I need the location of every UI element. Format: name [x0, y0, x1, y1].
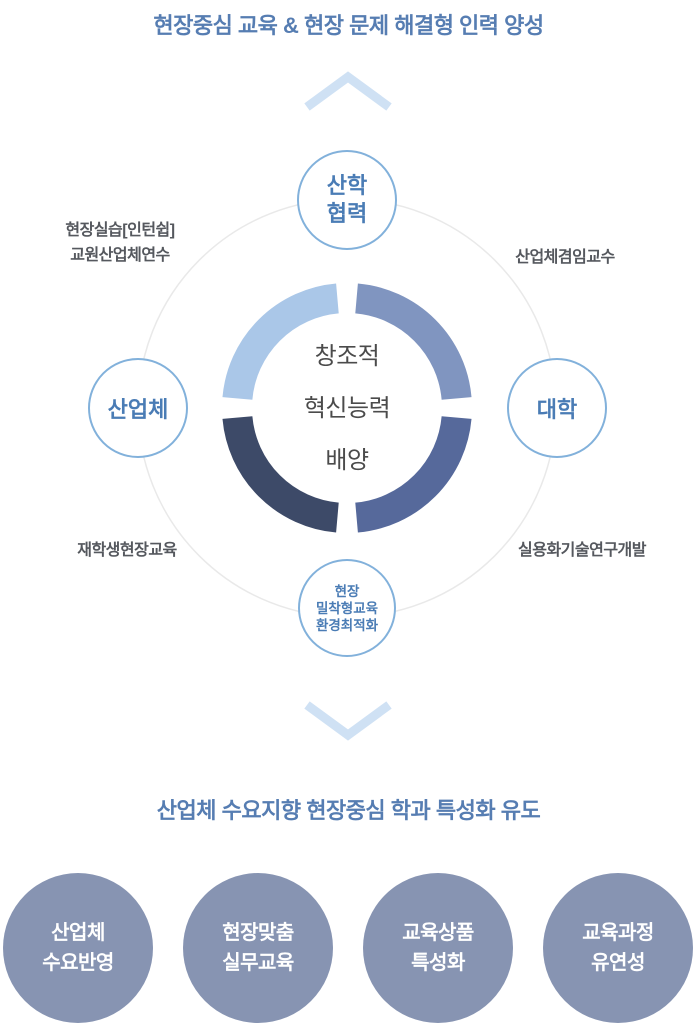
node-industry-academy-cooperation: 산학 협력 [297, 150, 397, 250]
chevron-up-icon [302, 70, 394, 114]
ring-segment-bottom-right [354, 415, 472, 533]
feature-circle-label: 산업체 수요반영 [42, 922, 114, 974]
ring-segment-top-right [354, 283, 472, 401]
feature-circle-industry-demand: 산업체 수요반영 [3, 873, 153, 1023]
feature-circle-label: 교육상품 특성화 [402, 922, 474, 974]
ring-segment-bottom-left [222, 415, 340, 533]
node-label: 대학 [536, 397, 578, 422]
feature-circle-curriculum-flexibility: 교육과정 유연성 [543, 873, 693, 1023]
node-label: 산학 협력 [326, 173, 368, 226]
node-industry: 산업체 [88, 358, 188, 458]
feature-circle-education-product: 교육상품 특성화 [363, 873, 513, 1023]
cycle-ring [137, 198, 557, 618]
chevron-down-icon [302, 698, 394, 742]
feature-circle-label: 현장맞춤 실무교육 [222, 922, 294, 974]
label-field-practice-internship: 현장실습[인턴쉽] 교원산업체연수 [65, 222, 175, 264]
label-student-field-education: 재학생현장교육 [77, 542, 177, 559]
label-industry-adjunct-professor: 산업체겸임교수 [515, 249, 615, 266]
bottom-title: 산업체 수요지향 현장중심 학과 특성화 유도 [156, 798, 541, 823]
top-title: 현장중심 교육 & 현장 문제 해결형 인력 양성 [153, 13, 544, 38]
ring-segment-top-left [222, 283, 340, 401]
feature-circle-label: 교육과정 유연성 [582, 922, 654, 974]
node-field-education-environment: 현장 밀착형교육 환경최적화 [298, 559, 396, 657]
feature-circle-field-practical-education: 현장맞춤 실무교육 [183, 873, 333, 1023]
center-goal-text: 창조적 혁신능력 배양 [303, 343, 391, 474]
node-label: 산업체 [107, 397, 169, 422]
node-label: 현장 밀착형교육 환경최적화 [315, 583, 379, 633]
node-university: 대학 [507, 358, 607, 458]
label-practical-tech-rnd: 실용화기술연구개발 [518, 542, 646, 559]
